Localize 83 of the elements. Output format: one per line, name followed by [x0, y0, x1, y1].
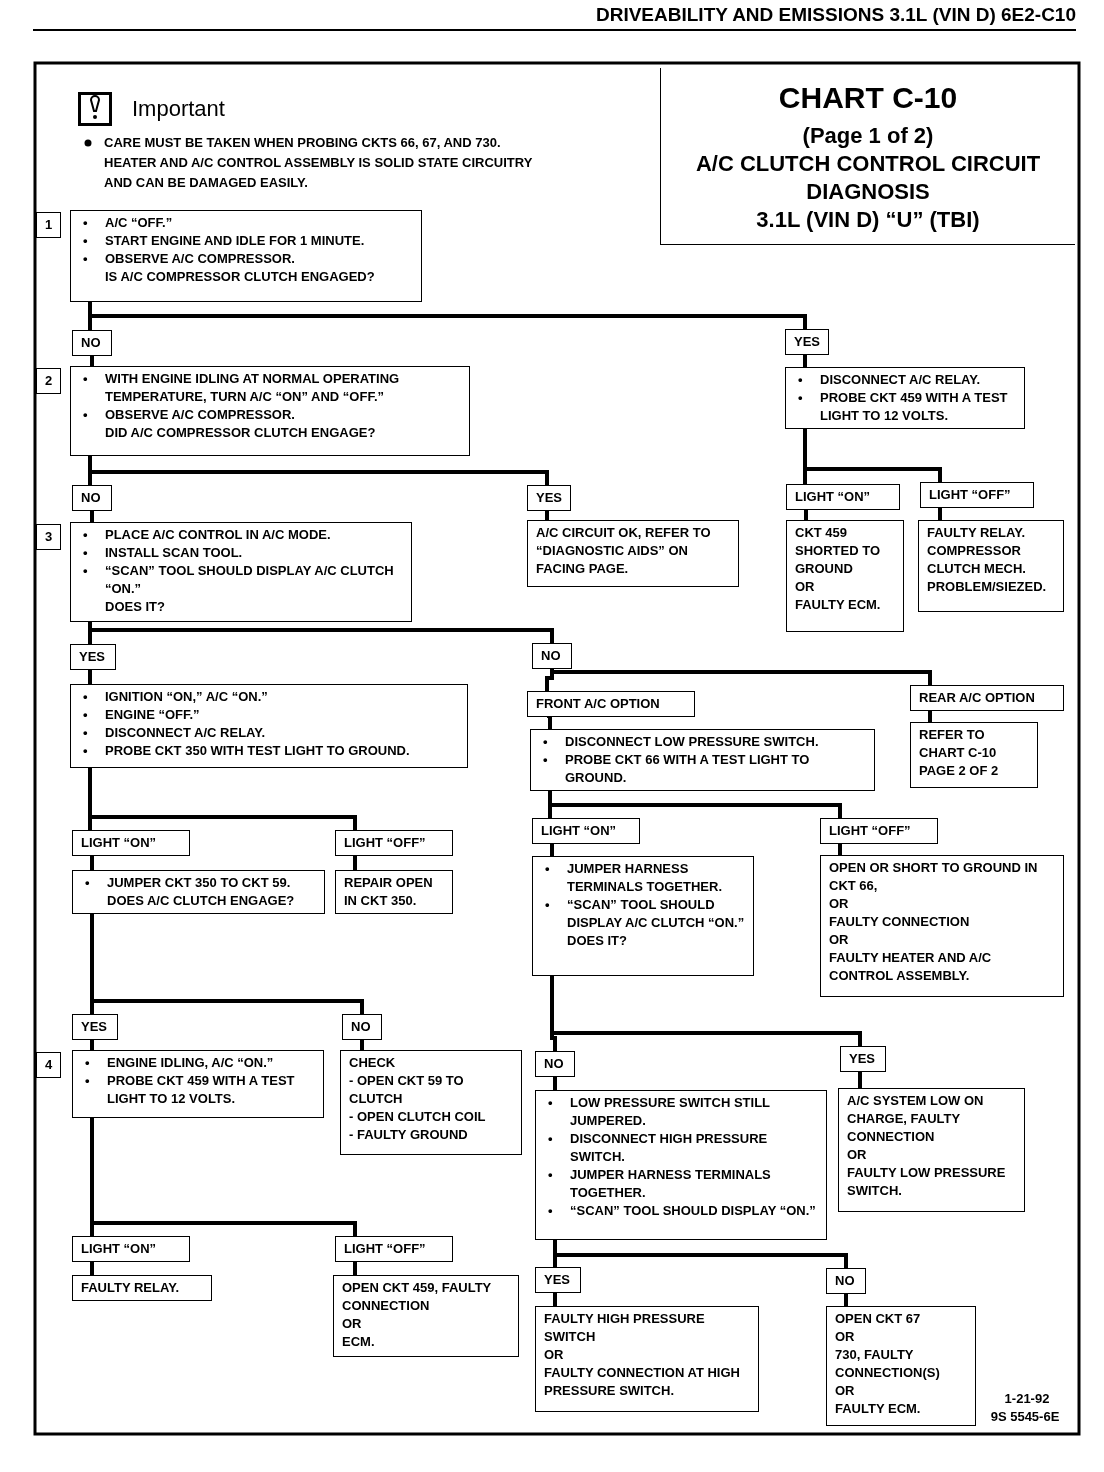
connector-line [353, 1262, 357, 1275]
document-number: 9S 5545-6E [989, 1408, 1061, 1426]
connector-line [553, 1293, 557, 1306]
branch-label: NO [535, 1051, 575, 1077]
note-text: CARE MUST BE TAKEN WHEN PROBING CKTS 66, 67, AND 730. HEATER AND A/C CONTROL ASSEMBLY IS SOLID STATE CIRCUITRY AND CAN BE DAMAGED EASILY. [104, 134, 534, 192]
connector-line [90, 856, 94, 870]
branch-label: FRONT A/C OPTION [527, 691, 695, 717]
branch-label: YES [785, 329, 829, 355]
process-box: • PLACE A/C CONTROL IN A/C MODE. • INSTALL SCAN TOOL. • “SCAN” TOOL SHOULD DISPLAY A/C CLUTCH “ON.” DOES IT? [70, 522, 412, 622]
connector-line [545, 511, 549, 520]
process-box: • A/C “OFF.” • START ENGINE AND IDLE FOR 1 MINUTE. • OBSERVE A/C COMPRESSOR. IS A/C COMPRESSOR CLUTCH ENGAGED? [70, 210, 422, 302]
branch-label: LIGHT “ON” [532, 818, 640, 844]
result-box: OPEN OR SHORT TO GROUND IN CKT 66, OR FAULTY CONNECTION OR FAULTY HEATER AND A/C CONTROL ASSEMBLY. [820, 855, 1064, 997]
process-box: • DISCONNECT A/C RELAY. • PROBE CKT 459 WITH A TEST LIGHT TO 12 VOLTS. [785, 367, 1025, 429]
connector-line [90, 914, 364, 1014]
result-box: 1 [36, 212, 62, 238]
connector-line [90, 1040, 94, 1050]
connector-line [553, 1240, 848, 1268]
result-box: 2 [36, 368, 62, 394]
result-box: FAULTY RELAY. COMPRESSOR CLUTCH MECH. PROBLEM/SIEZED. [918, 520, 1064, 612]
connector-line [90, 1262, 94, 1275]
connector-line [803, 429, 942, 482]
title-box: CHART C-10 (Page 1 of 2) A/C CLUTCH CONTROL CIRCUIT DIAGNOSIS 3.1L (VIN D) “U” (TBI) [660, 68, 1075, 245]
connector-line [844, 1294, 848, 1306]
result-box: REFER TO CHART C-10 PAGE 2 OF 2 [910, 722, 1038, 788]
branch-label: NO [826, 1268, 866, 1294]
branch-label: LIGHT “OFF” [335, 1236, 453, 1262]
process-box: • JUMPER HARNESS TERMINALS TOGETHER. • “SCAN” TOOL SHOULD DISPLAY A/C CLUTCH “ON.” DOES IT? [532, 856, 754, 976]
branch-label: YES [535, 1267, 581, 1293]
process-box: • DISCONNECT LOW PRESSURE SWITCH. • PROBE CKT 66 WITH A TEST LIGHT TO GROUND. [530, 729, 875, 791]
process-box: • ENGINE IDLING, A/C “ON.” • PROBE CKT 459 WITH A TEST LIGHT TO 12 VOLTS. [72, 1050, 324, 1118]
result-box: CHECK - OPEN CKT 59 TO CLUTCH - OPEN CLUTCH COIL - FAULTY GROUND [340, 1050, 522, 1155]
process-box: • IGNITION “ON,” A/C “ON.” • ENGINE “OFF.” • DISCONNECT A/C RELAY. • PROBE CKT 350 WITH TEST LIGHT TO GROUND. [70, 684, 468, 768]
result-box: CKT 459 SHORTED TO GROUND OR FAULTY ECM. [786, 520, 904, 632]
branch-label: LIGHT “ON” [786, 484, 900, 510]
notice-heading: Important [132, 96, 225, 122]
branch-label: YES [527, 485, 571, 511]
process-box: • JUMPER CKT 350 TO CKT 59. DOES A/C CLUTCH ENGAGE? [72, 870, 325, 914]
connector-line [353, 856, 357, 870]
branch-label: LIGHT “OFF” [335, 830, 453, 856]
connector-line [548, 791, 842, 818]
connector-line [90, 1118, 357, 1236]
branch-label: NO [342, 1014, 382, 1040]
connector-line [803, 355, 807, 367]
result-box: A/C CIRCUIT OK, REFER TO “DIAGNOSTIC AIDS” ON FACING PAGE. [527, 520, 739, 587]
result-box: A/C SYSTEM LOW ON CHARGE, FAULTY CONNECTION OR FAULTY LOW PRESSURE SWITCH. [838, 1088, 1025, 1212]
connector-line [550, 844, 554, 856]
branch-label: NO [72, 485, 112, 511]
connector-line [804, 510, 808, 520]
branch-label: LIGHT “ON” [72, 1236, 190, 1262]
branch-label: YES [70, 644, 116, 670]
connector-line [90, 356, 94, 366]
connector-line [360, 1040, 364, 1050]
branch-label: YES [840, 1046, 886, 1072]
result-box: FAULTY RELAY. [72, 1275, 212, 1301]
branch-label: LIGHT “ON” [72, 830, 190, 856]
process-box: • WITH ENGINE IDLING AT NORMAL OPERATING TEMPERATURE, TURN A/C “ON” AND “OFF.” • OBSERVE A/C COMPRESSOR. DID A/C COMPRESSOR CLUTCH ENGAGE? [70, 366, 470, 456]
page-header: DRIVEABILITY AND EMISSIONS 3.1L (VIN D) 6E2-C10 [595, 4, 1076, 26]
branch-label: LIGHT “OFF” [920, 482, 1034, 508]
connector-line [88, 670, 92, 684]
connector-line [938, 508, 942, 520]
connector-line [90, 511, 94, 522]
connector-line [88, 622, 554, 643]
connector-line [928, 711, 932, 722]
connector-line [88, 768, 357, 830]
connector-line [550, 976, 862, 1046]
result-box: 4 [36, 1052, 62, 1078]
result-box: OPEN CKT 67 OR 730, FAULTY CONNECTION(S) OR FAULTY ECM. [826, 1306, 976, 1426]
branch-label: YES [72, 1014, 118, 1040]
result-box: OPEN CKT 459, FAULTY CONNECTION OR ECM. [333, 1275, 519, 1357]
date-code: 1-21-92 [1003, 1390, 1051, 1408]
connector-line [838, 844, 842, 855]
connector-line [88, 456, 549, 485]
result-box: REPAIR OPEN IN CKT 350. [335, 870, 453, 914]
branch-label: LIGHT “OFF” [820, 818, 938, 844]
branch-label: NO [532, 643, 572, 669]
branch-label: NO [72, 330, 112, 356]
process-box: • LOW PRESSURE SWITCH STILL JUMPERED. • DISCONNECT HIGH PRESSURE SWITCH. • JUMPER HARNESS TERMINALS TOGETHER. • “SCAN” TOOL SHOULD DISPLAY “ON.” [535, 1090, 827, 1240]
result-box: FAULTY HIGH PRESSURE SWITCH OR FAULTY CONNECTION AT HIGH PRESSURE SWITCH. [535, 1306, 759, 1412]
branch-label: REAR A/C OPTION [910, 685, 1064, 711]
connector-line [553, 1077, 557, 1090]
connector-line [858, 1072, 862, 1088]
result-box: 3 [36, 524, 62, 550]
